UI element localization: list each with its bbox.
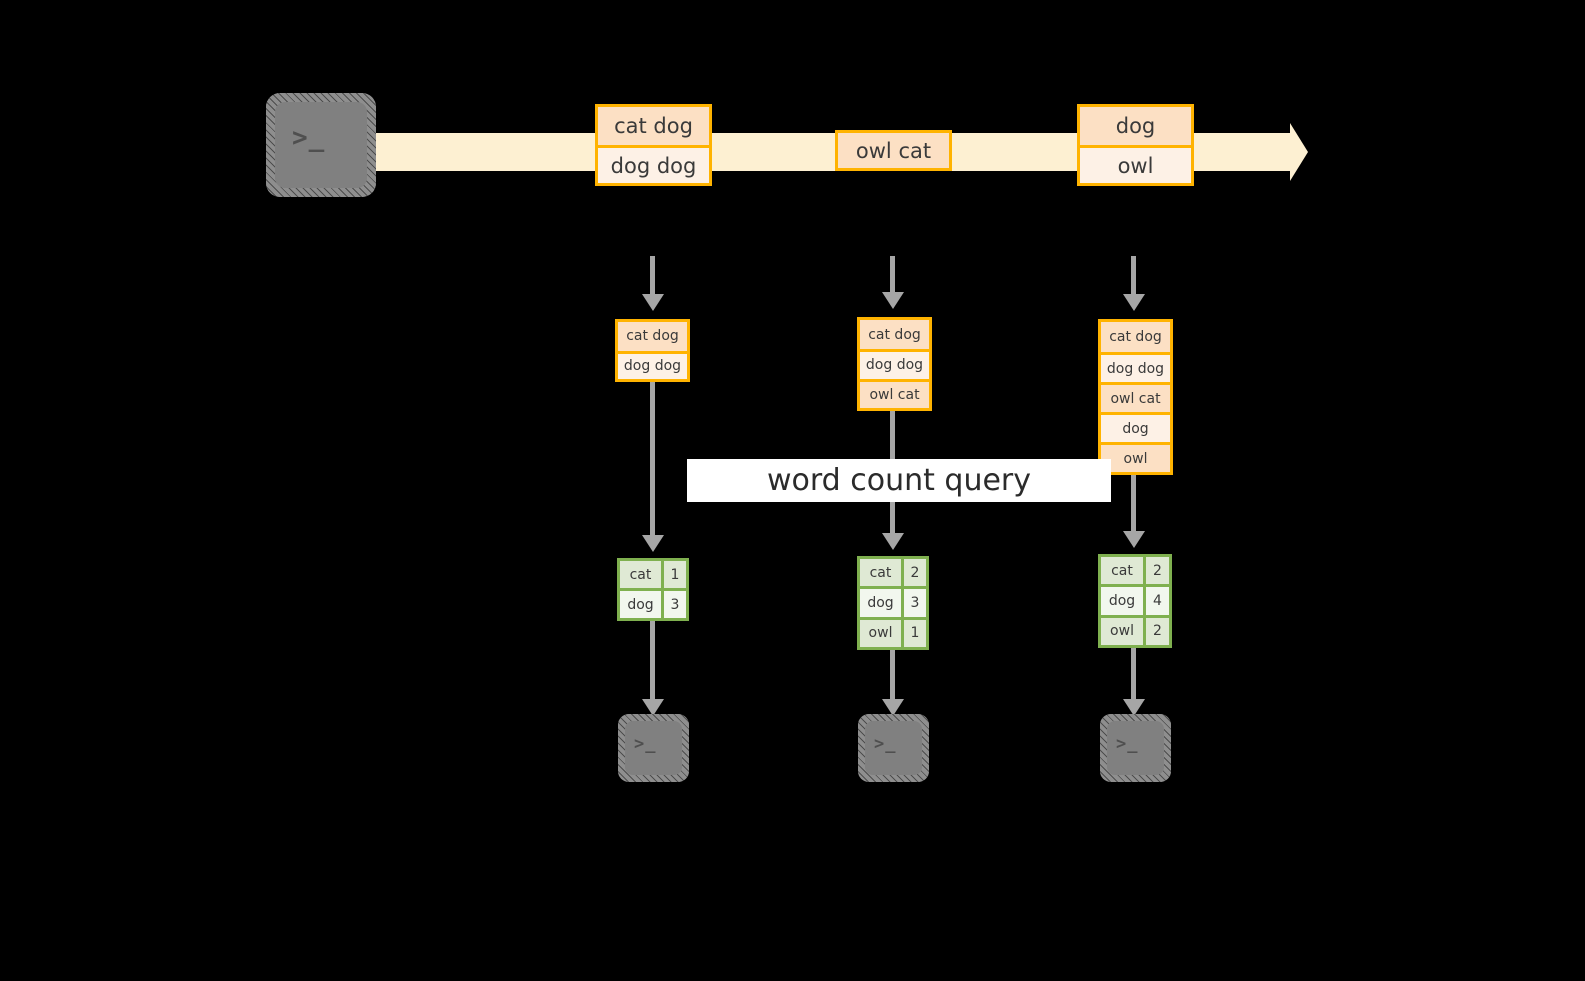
- table-row: dog 3: [860, 586, 926, 617]
- table-cell-count: 3: [670, 596, 680, 613]
- query-label-text: word count query: [766, 463, 1032, 498]
- table-cell-word: dog: [860, 589, 904, 617]
- stream-message-group-2[interactable]: owl cat: [835, 130, 952, 171]
- result-2-to-sink-connector: [890, 650, 895, 699]
- result-3-to-sink-arrowhead-icon: [1123, 699, 1145, 716]
- snapshot-1-message-stack[interactable]: cat dog dog dog: [615, 319, 690, 382]
- terminal-prompt-glyph: >_: [1116, 734, 1139, 754]
- stream-message-group-1[interactable]: cat dog dog dog: [595, 104, 712, 186]
- table-cell-word: owl: [1101, 617, 1146, 645]
- snapshot-message-line: dog dog: [1101, 352, 1170, 382]
- dashed-down-arrow-head-icon: [882, 292, 904, 309]
- snapshot-message-line: dog dog: [860, 349, 929, 379]
- table-row: cat 1: [620, 561, 686, 588]
- table-cell-count: 2: [1153, 562, 1162, 579]
- terminal-prompt-glyph: >_: [292, 123, 326, 153]
- snapshot-2-to-result-arrowhead-icon: [882, 533, 904, 550]
- snapshot-1-to-result-connector: [650, 382, 655, 535]
- stream-message-line: dog dog: [598, 145, 709, 183]
- table-cell-count: 2: [1153, 623, 1162, 640]
- table-row: cat 2: [860, 559, 926, 587]
- result-3-to-sink-connector: [1131, 648, 1136, 699]
- table-cell-count: 2: [910, 564, 920, 581]
- terminal-screen: [275, 102, 367, 188]
- snapshot-message-line: dog dog: [618, 350, 687, 379]
- snapshot-1-sink-terminal-icon[interactable]: >_: [618, 714, 689, 782]
- terminal-screen: [865, 721, 922, 775]
- stream-message-line: cat dog: [598, 107, 709, 145]
- dashed-down-arrow-icon: [890, 256, 895, 292]
- table-cell-count: 1: [670, 566, 680, 583]
- table-cell-word: dog: [1101, 587, 1146, 615]
- snapshot-message-line: cat dog: [860, 320, 929, 350]
- terminal-prompt-glyph: >_: [874, 734, 897, 754]
- table-cell-count: 3: [910, 594, 920, 611]
- table-cell-word: dog: [620, 591, 664, 618]
- table-cell-word: cat: [1101, 557, 1146, 585]
- table-row: cat 2: [1101, 557, 1169, 585]
- stream-message-group-3[interactable]: dog owl: [1077, 104, 1194, 186]
- stream-message-line: dog: [1080, 107, 1191, 145]
- table-cell-count: 1: [910, 625, 920, 642]
- table-row: dog 3: [620, 588, 686, 618]
- snapshot-message-line: cat dog: [1101, 322, 1170, 352]
- query-label: word count query: [687, 459, 1111, 502]
- table-cell-word: owl: [860, 619, 904, 647]
- table-cell-word: cat: [860, 559, 904, 587]
- snapshot-message-line: owl cat: [1101, 382, 1170, 412]
- stream-message-line: owl cat: [838, 133, 949, 168]
- terminal-screen: [1107, 721, 1164, 775]
- table-cell-word: cat: [620, 561, 664, 588]
- table-row: dog 4: [1101, 584, 1169, 615]
- result-table-2[interactable]: cat 2 dog 3 owl 1: [857, 556, 929, 650]
- source-terminal-icon[interactable]: >_: [266, 93, 376, 197]
- result-1-to-sink-arrowhead-icon: [642, 699, 664, 716]
- snapshot-3-to-result-connector: [1131, 475, 1136, 531]
- snapshot-3-sink-terminal-icon[interactable]: >_: [1100, 714, 1171, 782]
- snapshot-message-line: dog: [1101, 412, 1170, 442]
- terminal-screen: [625, 721, 682, 775]
- table-cell-count: 4: [1153, 592, 1162, 609]
- snapshot-3-message-stack[interactable]: cat dog dog dog owl cat dog owl: [1098, 319, 1173, 475]
- dashed-down-arrow-icon: [650, 256, 655, 294]
- result-table-1[interactable]: cat 1 dog 3: [617, 558, 689, 621]
- snapshot-2-sink-terminal-icon[interactable]: >_: [858, 714, 929, 782]
- snapshot-message-line: cat dog: [618, 322, 687, 351]
- terminal-prompt-glyph: >_: [634, 734, 657, 754]
- stream-message-line: owl: [1080, 145, 1191, 183]
- snapshot-2-message-stack[interactable]: cat dog dog dog owl cat: [857, 317, 932, 411]
- stream-arrowhead-icon: [1290, 123, 1311, 181]
- result-1-to-sink-connector: [650, 621, 655, 699]
- dashed-down-arrow-head-icon: [642, 294, 664, 311]
- table-row: owl 1: [860, 616, 926, 647]
- snapshot-message-line: owl cat: [860, 378, 929, 408]
- dashed-down-arrow-icon: [1131, 256, 1136, 294]
- result-2-to-sink-arrowhead-icon: [882, 699, 904, 716]
- dashed-down-arrow-head-icon: [1123, 294, 1145, 311]
- snapshot-3-to-result-arrowhead-icon: [1123, 531, 1145, 548]
- table-row: owl 2: [1101, 614, 1169, 645]
- snapshot-1-to-result-arrowhead-icon: [642, 535, 664, 552]
- result-table-3[interactable]: cat 2 dog 4 owl 2: [1098, 554, 1172, 648]
- snapshot-message-line: owl: [1101, 442, 1170, 472]
